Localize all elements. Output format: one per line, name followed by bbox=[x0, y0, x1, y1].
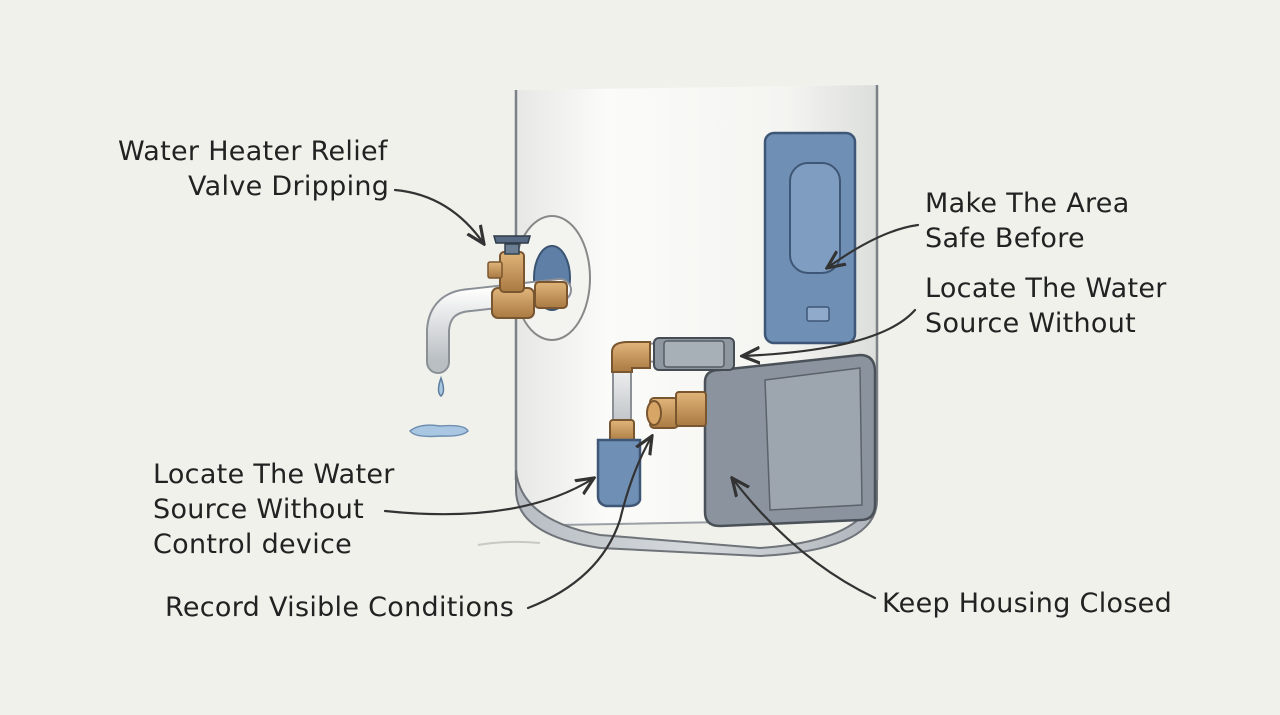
arrow-locate-right bbox=[742, 308, 917, 356]
floor-sketch-mark bbox=[477, 540, 541, 546]
label-locate-left: Locate The Water Source Without Control … bbox=[153, 459, 395, 560]
label-relief-valve: Water Heater Relief Valve Dripping bbox=[118, 136, 390, 202]
water-drop bbox=[437, 375, 445, 397]
label-record: Record Visible Conditions bbox=[165, 592, 515, 623]
arrow-make-safe bbox=[827, 223, 920, 268]
arrow-record bbox=[526, 436, 652, 610]
tank-base-band bbox=[515, 469, 878, 558]
outlet-flange bbox=[513, 215, 591, 341]
lower-housing bbox=[703, 353, 877, 528]
label-make-safe: Make The Area Safe Before bbox=[925, 188, 1130, 254]
water-puddle bbox=[408, 424, 469, 438]
control-panel bbox=[763, 131, 857, 345]
callout-arrows bbox=[383, 188, 920, 610]
relief-valve-spout bbox=[426, 235, 572, 374]
label-housing: Keep Housing Closed bbox=[882, 588, 1173, 619]
label-locate-right: Locate The Water Source Without bbox=[925, 273, 1167, 339]
arrow-housing bbox=[732, 478, 877, 600]
arrow-relief-valve bbox=[393, 188, 484, 244]
arrow-locate-left bbox=[383, 478, 594, 516]
